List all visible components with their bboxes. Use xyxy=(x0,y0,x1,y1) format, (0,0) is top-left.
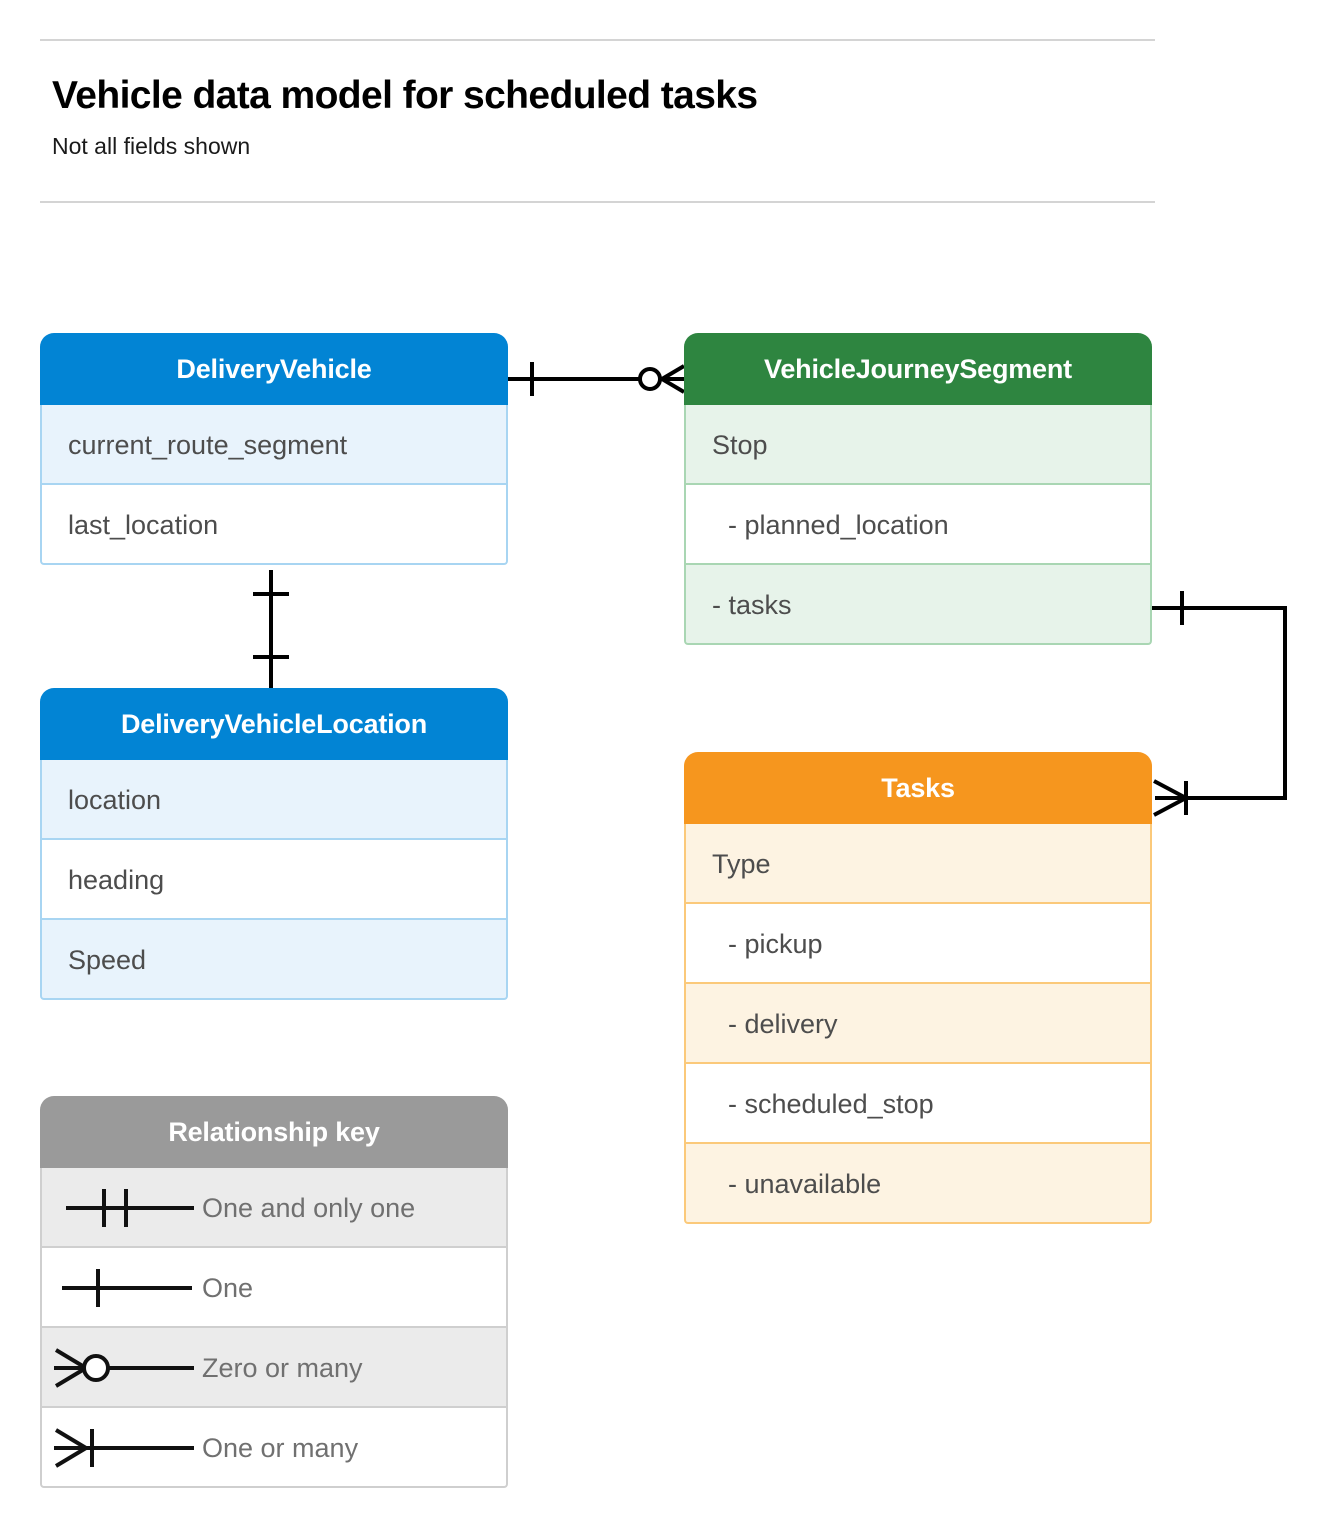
connector-deliveryvehicle-vehiclejourneysegment xyxy=(508,362,686,396)
field-type[interactable]: Type xyxy=(684,824,1152,904)
field-label: - scheduled_stop xyxy=(728,1089,934,1119)
field-planned-location[interactable]: - planned_location xyxy=(684,485,1152,565)
field-label: - tasks xyxy=(712,590,792,620)
connector-deliveryvehicle-deliveryvehiclelocation xyxy=(253,570,289,688)
field-label: location xyxy=(68,785,162,815)
field-label: - planned_location xyxy=(728,510,949,540)
field-delivery[interactable]: - delivery xyxy=(684,984,1152,1064)
one-or-many-icon xyxy=(54,1428,194,1468)
field-location[interactable]: location xyxy=(40,760,508,840)
field-label: last_location xyxy=(68,510,219,540)
entity-vehicle-journey-segment[interactable]: VehicleJourneySegment Stop - planned_loc… xyxy=(684,333,1152,645)
field-label: Speed xyxy=(68,945,147,975)
legend-item-label: One or many xyxy=(202,1433,359,1463)
page-subtitle: Not all fields shown xyxy=(52,133,251,159)
legend-item-label: One and only one xyxy=(202,1193,416,1223)
entity-vehicle-journey-segment-title: VehicleJourneySegment xyxy=(684,333,1152,405)
field-unavailable[interactable]: - unavailable xyxy=(684,1144,1152,1224)
entity-delivery-vehicle-location[interactable]: DeliveryVehicleLocation location heading… xyxy=(40,688,508,1000)
field-label: current_route_segment xyxy=(68,430,348,460)
legend-relationship-key[interactable]: Relationship key One and only one One xyxy=(40,1096,508,1488)
legend-item-zero-or-many[interactable]: Zero or many xyxy=(40,1328,508,1408)
one-and-only-one-icon xyxy=(66,1189,194,1227)
legend-item-one-or-many[interactable]: One or many xyxy=(40,1408,508,1488)
field-pickup[interactable]: - pickup xyxy=(684,904,1152,984)
page-title: Vehicle data model for scheduled tasks xyxy=(52,74,758,117)
field-speed[interactable]: Speed xyxy=(40,920,508,1000)
legend-item-one[interactable]: One xyxy=(40,1248,508,1328)
field-label: Type xyxy=(712,849,771,879)
field-label: - pickup xyxy=(728,929,823,959)
entity-delivery-vehicle[interactable]: DeliveryVehicle current_route_segment la… xyxy=(40,333,508,565)
entity-delivery-vehicle-title: DeliveryVehicle xyxy=(40,333,508,405)
field-label: Stop xyxy=(712,430,768,460)
entity-tasks[interactable]: Tasks Type - pickup - delivery - schedul… xyxy=(684,752,1152,1224)
header-divider-top xyxy=(40,39,1155,41)
connector-vehiclejourneysegment-tasks xyxy=(1152,591,1287,817)
legend-title: Relationship key xyxy=(40,1096,508,1168)
field-stop[interactable]: Stop xyxy=(684,405,1152,485)
field-label: - unavailable xyxy=(728,1169,882,1199)
entity-tasks-title: Tasks xyxy=(684,752,1152,824)
legend-item-label: Zero or many xyxy=(202,1353,363,1383)
one-icon xyxy=(62,1269,192,1307)
legend-item-label: One xyxy=(202,1273,254,1303)
entity-delivery-vehicle-location-title: DeliveryVehicleLocation xyxy=(40,688,508,760)
field-label: - delivery xyxy=(728,1009,838,1039)
zero-or-many-icon xyxy=(54,1348,194,1388)
legend-item-one-and-only-one[interactable]: One and only one xyxy=(40,1168,508,1248)
field-last-location[interactable]: last_location xyxy=(40,485,508,565)
field-scheduled-stop[interactable]: - scheduled_stop xyxy=(684,1064,1152,1144)
header-divider-bottom xyxy=(40,201,1155,203)
field-tasks[interactable]: - tasks xyxy=(684,565,1152,645)
field-label: heading xyxy=(68,865,165,895)
field-heading[interactable]: heading xyxy=(40,840,508,920)
field-current-route-segment[interactable]: current_route_segment xyxy=(40,405,508,485)
